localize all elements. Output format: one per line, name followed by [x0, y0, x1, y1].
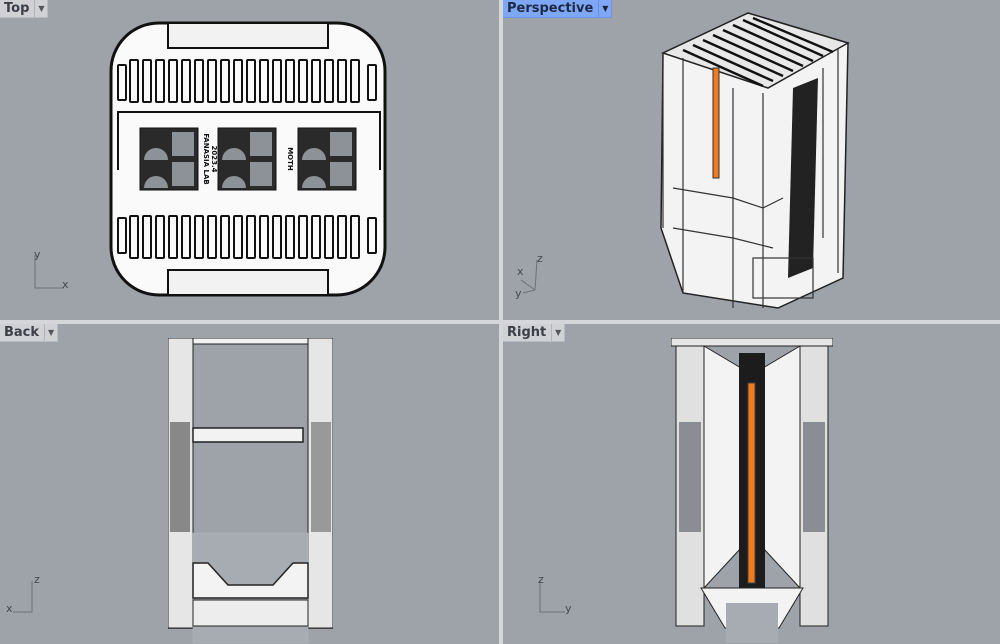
axis-label-x: x — [6, 602, 13, 615]
model-perspective-view — [660, 12, 850, 309]
axis-label-x: x — [517, 265, 524, 278]
viewport-title[interactable]: Top — [4, 1, 30, 16]
axis-label-y: y — [565, 602, 572, 615]
viewport-title[interactable]: Perspective — [507, 1, 594, 16]
chevron-down-icon[interactable]: ▼ — [551, 324, 564, 341]
svg-text:2023.4: 2023.4 — [210, 145, 218, 172]
viewport-tab-perspective[interactable]: Perspective ▼ — [503, 0, 613, 18]
svg-text:MOTH: MOTH — [286, 147, 294, 171]
axis-label-z: z — [537, 252, 543, 265]
model-back-view — [168, 338, 333, 644]
model-right-view — [671, 338, 833, 643]
viewport-top[interactable]: Top ▼ — [0, 0, 499, 320]
axis-label-y: y — [515, 287, 522, 300]
viewport-title[interactable]: Back — [4, 325, 40, 340]
viewport-back[interactable]: Back ▼ z x — [0, 324, 499, 644]
chevron-down-icon[interactable]: ▼ — [598, 0, 611, 17]
model-top-view: FANASIA LAB 2023.4 MOTH — [109, 21, 387, 297]
axis-label-z: z — [538, 573, 544, 586]
axis-label-x: x — [62, 278, 69, 291]
viewport-perspective[interactable]: Perspective ▼ z x y — [503, 0, 1000, 320]
axis-label-z: z — [34, 573, 40, 586]
viewport-tab-back[interactable]: Back ▼ — [0, 324, 59, 342]
axis-label-y: y — [34, 248, 41, 261]
svg-text:FANASIA LAB: FANASIA LAB — [202, 133, 210, 184]
chevron-down-icon[interactable]: ▼ — [34, 0, 47, 17]
viewport-title[interactable]: Right — [507, 325, 547, 340]
viewport-tab-top[interactable]: Top ▼ — [0, 0, 49, 18]
chevron-down-icon[interactable]: ▼ — [44, 324, 57, 341]
viewport-tab-right[interactable]: Right ▼ — [503, 324, 566, 342]
viewport-right[interactable]: Right ▼ z y — [503, 324, 1000, 644]
